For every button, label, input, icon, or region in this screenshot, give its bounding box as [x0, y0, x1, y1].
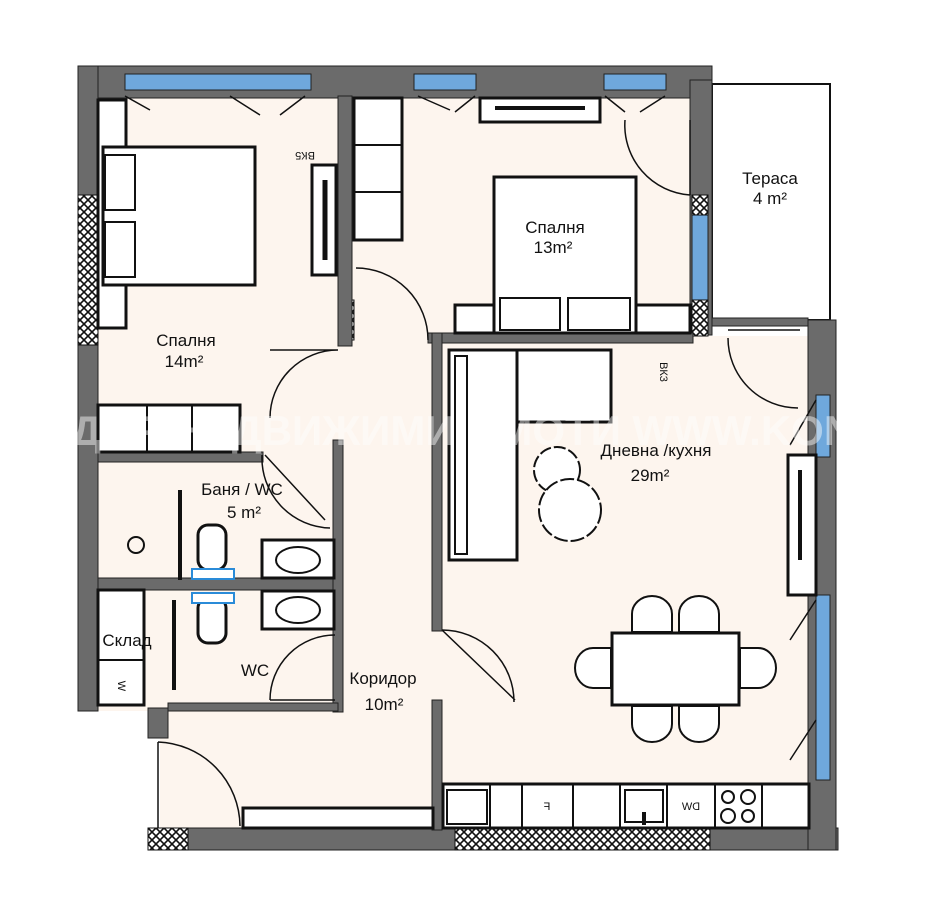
window — [124, 73, 312, 91]
dining-table — [610, 631, 741, 707]
entry-cabinet — [241, 806, 435, 830]
bedroom-small-area: 13m² — [534, 238, 573, 257]
flush-plate — [191, 568, 235, 580]
bathroom-fixtures: W — [96, 523, 336, 707]
living-area: 29m² — [631, 466, 670, 485]
door-wc — [269, 634, 336, 701]
toilet — [196, 596, 228, 645]
hatched-walls — [77, 194, 711, 851]
sofa-chaise — [447, 348, 519, 562]
shower-head — [127, 536, 145, 554]
bedroom-large-area: 14m² — [165, 352, 204, 371]
desk — [633, 303, 692, 335]
pillow — [104, 154, 136, 211]
corridor-name: Коридор — [349, 669, 416, 688]
windows — [124, 73, 831, 781]
window-sash — [124, 95, 666, 116]
floor — [98, 96, 810, 829]
coffee-table — [538, 478, 602, 542]
pillow — [104, 221, 136, 278]
wc-name: WC — [241, 661, 269, 680]
dishwasher-label: DW — [681, 801, 700, 813]
window-sash — [789, 399, 817, 761]
door-bedroom-large — [269, 349, 339, 419]
chairs — [574, 595, 777, 743]
terrace-name: Тераса — [742, 169, 798, 188]
cooktop — [720, 789, 756, 824]
door-bedroom-small — [355, 267, 429, 341]
bathroom-name: Баня / WC — [201, 480, 283, 499]
terrace-area: 4 m² — [753, 189, 787, 208]
door-living — [441, 629, 516, 703]
window — [603, 73, 667, 91]
doors[interactable] — [124, 95, 817, 828]
flush-plate — [191, 592, 235, 604]
room-labels: Спалня 14m² Спалня 13m² Тераса 4 m² Днев… — [102, 169, 798, 714]
bedroom-large-name: Спалня — [156, 331, 215, 350]
door-terrace — [624, 119, 691, 196]
bedroom-small-furniture — [352, 96, 692, 335]
corridor-area: 10m² — [365, 695, 404, 714]
watermark: КОНДОР НЕДВИЖИМИ ИМОТИ WWW.KONDOR — [0, 407, 938, 454]
storage-shelf — [96, 588, 146, 707]
living-name: Дневна /кухня — [601, 441, 712, 460]
double-bed — [101, 145, 257, 287]
window — [691, 214, 709, 301]
bedroom-small-name: Спалня — [525, 218, 584, 237]
terrace-floor — [711, 83, 831, 321]
svg-text:КОНДОР НЕДВИЖИМИ ИМОТИ WWW.KON: КОНДОР НЕДВИЖИМИ ИМОТИ WWW.KONDOR — [0, 407, 938, 454]
storage-name: Склад — [102, 631, 151, 650]
living-furniture — [447, 348, 818, 743]
shelves — [96, 403, 242, 454]
window — [815, 394, 831, 458]
double-bed — [492, 175, 638, 335]
washer-label: W — [115, 681, 127, 692]
nightstand — [453, 303, 497, 335]
wardrobe — [352, 96, 404, 242]
window — [815, 594, 831, 781]
interior-walls — [97, 95, 809, 831]
kitchen-counter: F DW — [441, 782, 811, 830]
door-terrace-2 — [727, 329, 800, 409]
fridge-label: F — [543, 801, 550, 813]
oven — [446, 789, 488, 825]
toilet — [196, 523, 228, 572]
bathroom-area: 5 m² — [227, 503, 261, 522]
door-entrance — [157, 741, 241, 828]
door-bathroom — [261, 454, 331, 529]
window — [413, 73, 477, 91]
shaft-tag: ВК5 — [295, 149, 315, 161]
bedroom-large-furniture — [96, 98, 338, 454]
shaft-tag: ВК3 — [657, 362, 669, 382]
